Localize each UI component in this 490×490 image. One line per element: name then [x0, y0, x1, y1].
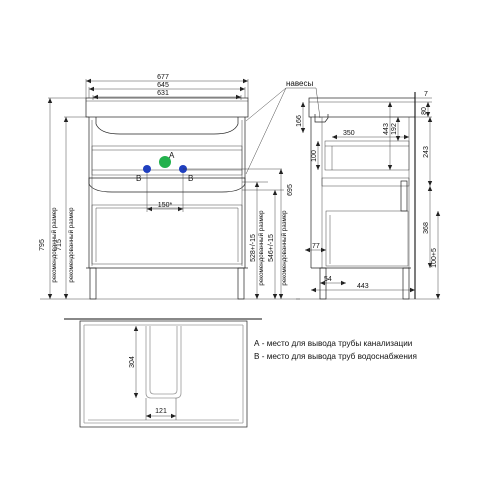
- side-handle: [400, 180, 408, 212]
- dim-304: 304: [129, 356, 136, 368]
- dim-645: 645: [157, 82, 169, 89]
- lower-compartment: [91, 204, 243, 265]
- top-view: 304 121: [64, 318, 262, 428]
- lower-drawer-front: [88, 177, 246, 193]
- recommended-label-715: рекомендованный размер: [68, 207, 75, 283]
- dim-715: 715: [56, 239, 63, 251]
- front-view: 677 645 631 A B B 150* 795 рекомендованн…: [39, 74, 321, 300]
- dim-7: 7: [424, 91, 428, 98]
- dim-100-5: 100+5: [431, 248, 438, 268]
- legend: А - место для вывода трубы канализации В…: [254, 339, 417, 361]
- dim-677: 677: [157, 74, 169, 81]
- point-b-left-marker: [143, 165, 151, 173]
- recommended-label-795: рекомендованный размер: [51, 207, 58, 283]
- dim-77: 77: [312, 243, 320, 250]
- dim-121: 121: [155, 408, 167, 415]
- dim-443-lower: 443: [357, 283, 369, 290]
- dim-368: 368: [423, 222, 430, 234]
- side-view: 166 350 192 443 7 80 243 100 368 100+5 7…: [296, 91, 441, 300]
- dim-695: 695: [287, 184, 294, 196]
- siphon-cutout: [145, 326, 182, 399]
- dim-528: 528+/-15: [250, 234, 257, 262]
- recommended-label-528: рекомендованный размер: [258, 210, 265, 286]
- recommended-label-546: рекомендованный размер: [281, 210, 288, 286]
- legend-line-b: В - место для вывода труб водоснабжения: [254, 352, 417, 361]
- point-a-label: A: [169, 151, 175, 160]
- point-b-right-label: B: [188, 174, 193, 183]
- dim-100: 100: [311, 150, 318, 162]
- point-a-marker: [159, 156, 171, 168]
- point-b-left-label: B: [136, 174, 141, 183]
- dim-150: 150*: [158, 202, 173, 209]
- legend-line-a: А - место для вывода трубы канализации: [254, 339, 412, 348]
- dim-243: 243: [423, 146, 430, 158]
- sink-bowl: [95, 117, 239, 135]
- right-foot: [237, 267, 245, 300]
- dim-54: 54: [324, 276, 332, 283]
- dim-443-upper: 443: [383, 123, 390, 135]
- dim-795: 795: [39, 239, 46, 251]
- upper-drawer: [91, 145, 243, 176]
- dim-80: 80: [421, 107, 428, 115]
- hinges-label: навесы: [286, 79, 313, 88]
- left-foot: [89, 267, 97, 300]
- dim-166: 166: [296, 115, 303, 127]
- dim-546: 546+/-15: [268, 234, 275, 262]
- dim-192: 192: [391, 123, 398, 135]
- dim-631: 631: [157, 90, 169, 97]
- dim-350: 350: [343, 130, 355, 137]
